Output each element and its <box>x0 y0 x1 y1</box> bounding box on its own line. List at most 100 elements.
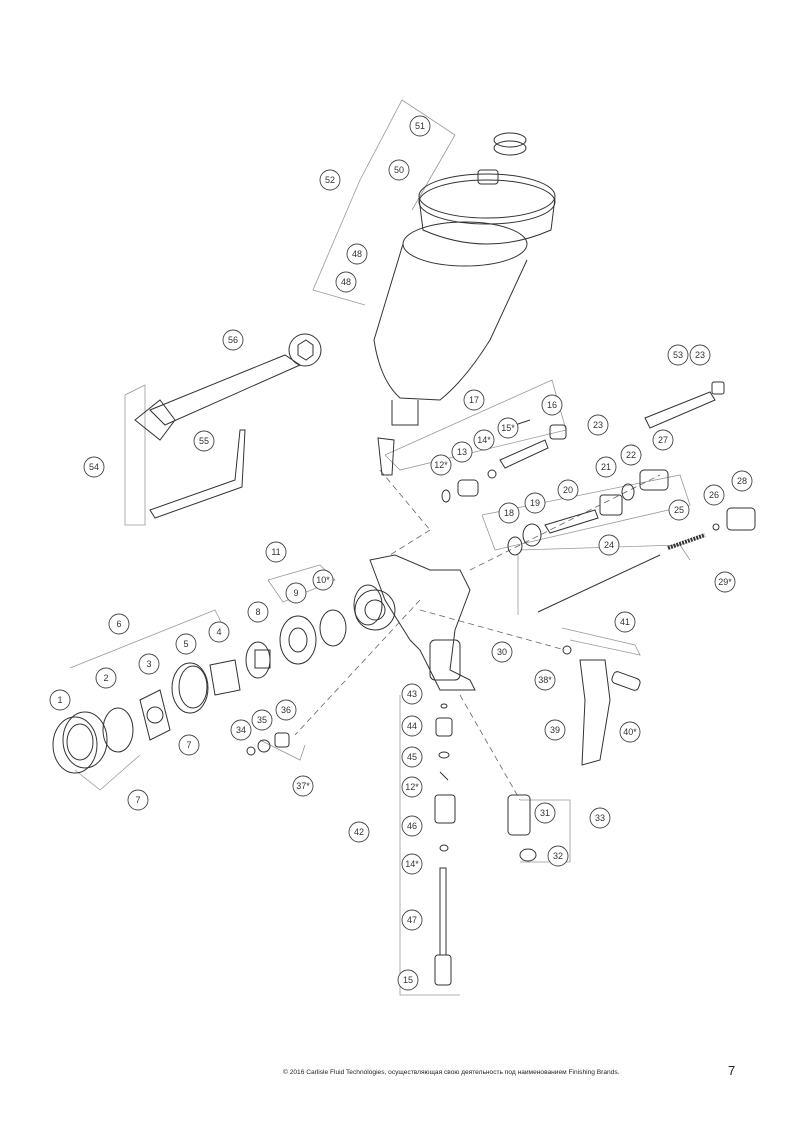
callout-48: 48 <box>335 271 357 293</box>
callout-26: 26 <box>703 484 725 506</box>
callout-label: 18 <box>504 508 514 518</box>
callout-label: 28 <box>737 476 747 486</box>
callout-35: 35 <box>251 709 273 731</box>
part-28 <box>726 507 756 531</box>
callout-23: 23 <box>689 344 711 366</box>
callout-label: 31 <box>540 808 550 818</box>
callout-32: 32 <box>547 845 569 867</box>
callout-label: 38* <box>538 675 552 685</box>
callout-label: 46 <box>407 821 417 831</box>
callout-label: 16 <box>547 400 557 410</box>
part-26 <box>712 523 720 531</box>
callout-27: 27 <box>652 429 674 451</box>
callout-56: 56 <box>222 329 244 351</box>
callout-circle <box>498 502 520 524</box>
callout-10-star: 10* <box>312 569 334 591</box>
callout-label: 19 <box>530 498 540 508</box>
callout-circle <box>619 721 641 743</box>
callout-33: 33 <box>589 807 611 829</box>
callout-43: 43 <box>401 683 423 705</box>
callout-54: 54 <box>83 456 105 478</box>
callout-9: 9 <box>285 582 307 604</box>
needle-24 <box>537 554 661 613</box>
callout-40-star: 40* <box>619 721 641 743</box>
callout-18: 18 <box>498 502 520 524</box>
callout-circle <box>689 344 711 366</box>
callout-circle <box>409 115 431 137</box>
callout-label: 25 <box>674 505 684 515</box>
callout-label: 37* <box>296 781 310 791</box>
callout-label: 14* <box>477 435 491 445</box>
callout-circle <box>401 776 423 798</box>
callout-label: 34 <box>236 725 246 735</box>
callout-label: 55 <box>199 436 209 446</box>
callout-label: 47 <box>407 915 417 925</box>
callout-circle <box>127 789 149 811</box>
callout-label: 23 <box>695 350 705 360</box>
callout-label: 6 <box>116 619 121 629</box>
cup-lid-part <box>418 169 556 245</box>
hex-key-part <box>149 429 246 519</box>
callout-42: 42 <box>348 821 370 843</box>
callout-7: 7 <box>127 789 149 811</box>
callout-44: 44 <box>401 715 423 737</box>
callout-circle <box>463 389 485 411</box>
air-cap-part <box>139 689 171 741</box>
callout-41: 41 <box>614 611 636 633</box>
callout-38-star: 38* <box>534 669 556 691</box>
callout-label: 20 <box>563 485 573 495</box>
callout-1: 1 <box>49 689 71 711</box>
callout-circle <box>598 534 620 556</box>
callout-label: 35 <box>257 715 267 725</box>
callout-circle <box>388 159 410 181</box>
cup-part <box>373 221 528 476</box>
callout-50: 50 <box>388 159 410 181</box>
callout-label: 27 <box>658 435 668 445</box>
callout-circle <box>497 417 519 439</box>
callout-circle <box>534 669 556 691</box>
callout-14-star: 14* <box>401 853 423 875</box>
gun-body-part <box>354 554 476 691</box>
callout-circle <box>587 414 609 436</box>
callout-6: 6 <box>108 613 130 635</box>
callout-circle <box>614 611 636 633</box>
callout-label: 17 <box>469 395 479 405</box>
callout-22: 22 <box>620 444 642 466</box>
callout-label: 9 <box>293 588 298 598</box>
callout-14-star: 14* <box>473 429 495 451</box>
callout-circle <box>731 470 753 492</box>
part-27 <box>639 469 669 491</box>
callout-circle <box>401 746 423 768</box>
callout-circle <box>401 683 423 705</box>
callout-label: 15* <box>501 423 515 433</box>
callout-21: 21 <box>595 456 617 478</box>
callout-circle <box>401 909 423 931</box>
callout-label: 26 <box>709 490 719 500</box>
callout-label: 32 <box>553 851 563 861</box>
callout-circle <box>491 641 513 663</box>
spanner-part <box>134 333 322 441</box>
callout-label: 42 <box>354 827 364 837</box>
callout-label: 48 <box>341 277 351 287</box>
callout-circle <box>668 499 690 521</box>
page-number: 7 <box>728 1063 736 1078</box>
callout-20: 20 <box>557 479 579 501</box>
callout-23: 23 <box>587 414 609 436</box>
callout-12-star: 12* <box>430 454 452 476</box>
callout-55: 55 <box>193 430 215 452</box>
callout-circle <box>714 571 736 593</box>
callout-label: 48 <box>352 249 362 259</box>
callout-label: 7 <box>135 795 140 805</box>
callout-label: 24 <box>604 540 614 550</box>
callout-label: 4 <box>216 627 221 637</box>
seal-ring-2 <box>102 707 134 753</box>
callout-label: 45 <box>407 752 417 762</box>
callout-circle <box>335 271 357 293</box>
callout-45: 45 <box>401 746 423 768</box>
callout-circle <box>95 667 117 689</box>
callout-label: 21 <box>601 462 611 472</box>
callout-4: 4 <box>208 621 230 643</box>
callout-circle <box>620 444 642 466</box>
callout-30: 30 <box>491 641 513 663</box>
callout-label: 52 <box>325 175 335 185</box>
